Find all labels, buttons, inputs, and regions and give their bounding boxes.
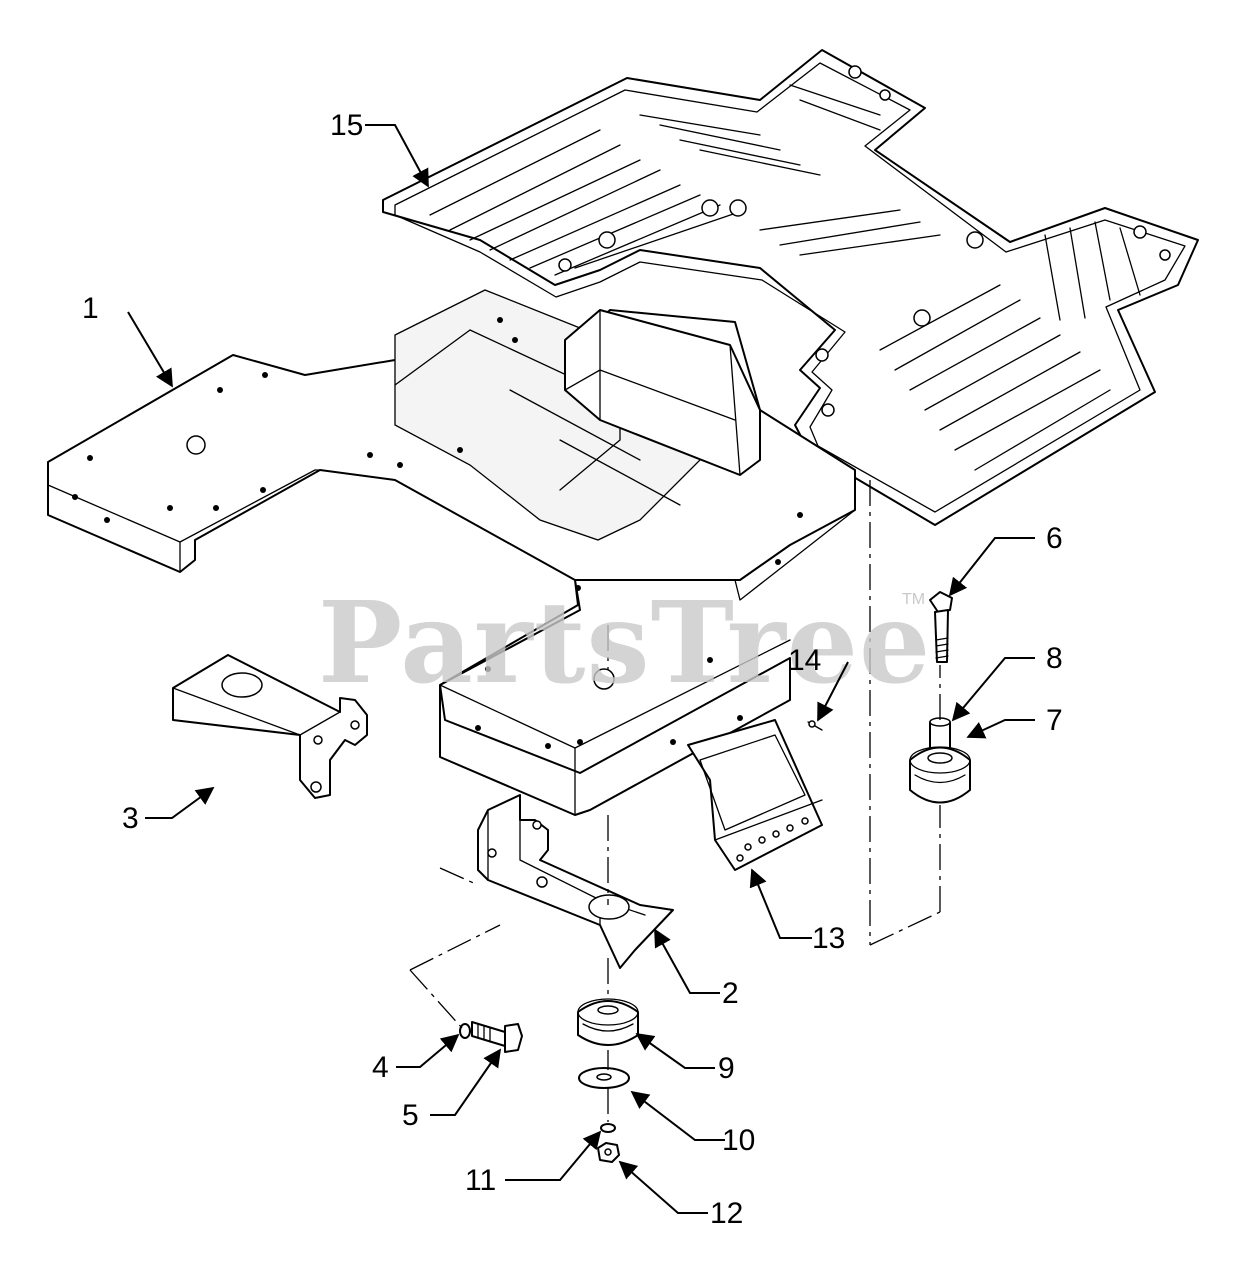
footrest-pan-part-1 [47,289,856,816]
mounting-bracket-part-3 [172,654,368,799]
mounting-bracket-part-2 [477,794,674,969]
nut-part-12 [597,1142,620,1163]
callout-6: 6 [1046,522,1063,555]
lock-washer-part-11 [600,1123,616,1133]
spacer-part-8 [929,717,951,749]
callout-8: 8 [1046,642,1063,675]
floor-mat-part-15 [382,49,1199,526]
callout-2: 2 [722,977,739,1010]
bolt-part-6 [929,591,953,663]
callout-13: 13 [812,922,845,955]
watermark-trademark: TM [902,591,925,608]
control-panel-part-13 [687,719,823,871]
callout-4: 4 [372,1051,389,1084]
callout-labels: 1 2 3 4 5 6 7 8 9 10 11 12 13 14 15 [82,109,1063,1230]
callout-11: 11 [465,1164,496,1197]
screw-part-14 [807,720,823,731]
callout-10: 10 [722,1124,755,1157]
callout-1: 1 [82,292,99,325]
washer-part-4 [459,1023,471,1039]
leader-lines [127,124,1035,1214]
grommet-part-7 [909,746,971,804]
callout-12: 12 [710,1197,743,1230]
callout-5: 5 [402,1099,419,1132]
callout-14: 14 [788,644,821,677]
watermark-brand: PartsTree [318,578,931,709]
bolt-part-5 [471,1021,523,1053]
callout-15: 15 [330,109,363,142]
grommet-part-9 [577,998,639,1046]
callout-7: 7 [1046,704,1063,737]
washer-part-10 [578,1067,630,1089]
assembly-center-lines [409,480,941,1122]
callout-9: 9 [718,1052,735,1085]
partstree-watermark: PartsTree TM [318,578,931,709]
callout-3: 3 [122,802,139,835]
